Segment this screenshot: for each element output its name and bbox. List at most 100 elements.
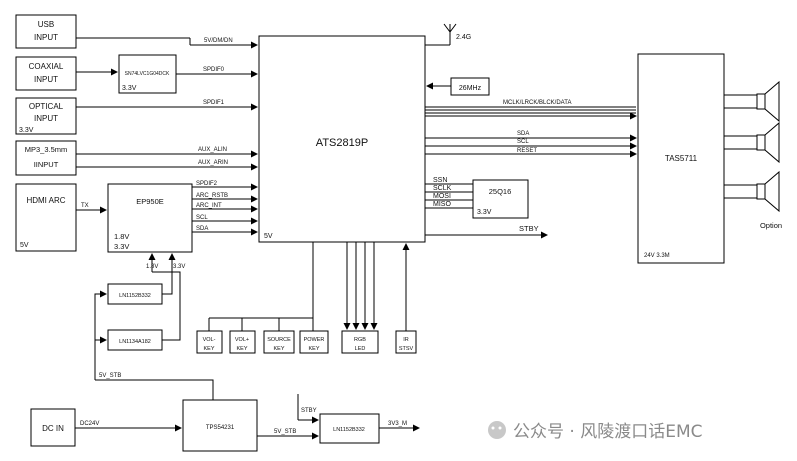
label-aux-r: AUX_ARIN — [198, 160, 228, 166]
rgb-led-label-1: RGB — [354, 337, 366, 343]
rgb-led-label-2: LED — [355, 346, 366, 352]
label-spdif2: SPDIF2 — [196, 181, 218, 187]
mp3-input-label-1: MP3_3.5mm — [25, 145, 68, 154]
label-5vstb: 5V_STB — [99, 373, 121, 379]
label-5vstb-2: 5V_STB — [274, 429, 296, 435]
key-source-label-1: SOURCE — [267, 337, 291, 343]
usb-input-label-1: USB — [38, 20, 54, 29]
label-dc24: DC24V — [80, 421, 99, 427]
mp3-input-label-2: IINPUT — [34, 160, 59, 169]
main-soc-chip — [258, 35, 426, 243]
speaker-3-icon — [764, 170, 780, 213]
wire-ldo1-out — [162, 262, 173, 295]
wechat-icon-eye-left — [491, 426, 495, 430]
label-3v3m: 3V3_M — [388, 421, 407, 427]
speaker-2-body — [756, 134, 766, 151]
option-label: Option — [760, 221, 782, 230]
ldo-1-label: LN1152B332 — [119, 293, 151, 299]
amplifier-label: TAS5711 — [665, 154, 698, 163]
coaxial-input-label-2: INPUT — [34, 75, 58, 84]
label-scl-amp: SCL — [517, 139, 529, 145]
label-tx: TX — [81, 203, 89, 209]
hdmi-receiver-chip — [107, 183, 193, 253]
label-spdif0: SPDIF0 — [203, 67, 225, 73]
dc-in-block — [30, 408, 76, 447]
antenna-left-arm — [443, 23, 451, 33]
dcdc-chip — [182, 399, 258, 452]
ir-receiver-label-2: STSV — [399, 346, 414, 352]
flash-label: 25Q16 — [489, 187, 512, 196]
label-stby-2: STBY — [301, 408, 317, 414]
hdmi-receiver-label: EP950E — [136, 197, 164, 206]
label-reset-amp: RESET — [517, 148, 537, 154]
speaker-2-icon — [764, 121, 780, 164]
key-source-label-2: KEY — [273, 346, 284, 352]
speaker-3-body — [756, 183, 766, 200]
label-sclk: SCLK — [433, 185, 452, 192]
label-3v3: 3.3V — [173, 264, 185, 270]
dcdc-label: TPS54231 — [206, 425, 235, 431]
wire-5vstb-bus — [95, 379, 214, 400]
label-usb: 5V/DM/DN — [204, 38, 233, 44]
label-arc-rstb: ARC_RSTB — [196, 193, 228, 199]
flash-voltage: 3.3V — [477, 209, 492, 216]
hdmi-arc-block — [15, 183, 77, 252]
optical-input-label-2: INPUT — [34, 114, 58, 123]
label-sda: SDA — [196, 226, 208, 232]
label-i2s: MCLK/LRCK/BLCK/DATA — [503, 100, 571, 106]
watermark-text: 公众号 · 风陵渡口话EMC — [513, 422, 703, 442]
wechat-icon — [488, 421, 506, 439]
key-power-label-1: POWER — [304, 337, 325, 343]
wire-5vstb-ldo1 — [94, 290, 107, 380]
coaxial-input-block — [15, 56, 77, 91]
key-vol-minus-label-2: KEY — [203, 346, 214, 352]
speaker-1-icon — [764, 80, 780, 123]
wire-ldo2-out — [152, 271, 181, 341]
ir-receiver-label-1: IR — [403, 337, 409, 343]
watermark: 公众号 · 风陵渡口话EMC — [488, 421, 703, 442]
key-power-label-2: KEY — [308, 346, 319, 352]
key-vol-plus-label-1: VOL+ — [235, 337, 249, 343]
main-soc-label: ATS2819P — [316, 137, 368, 149]
hdmi-arc-label: HDMI ARC — [26, 196, 65, 205]
ldo-3-label: LN1152B332 — [333, 427, 365, 433]
label-aux-l: AUX_ALIN — [198, 147, 227, 153]
usb-input-label-2: INPUT — [34, 33, 58, 42]
amplifier-voltage: 24V 3.3M — [644, 253, 670, 259]
coaxial-input-label-1: COAXIAL — [29, 62, 64, 71]
label-1v8: 1.8V — [146, 264, 158, 270]
label-scl: SCL — [196, 215, 208, 221]
label-stby: STBY — [519, 224, 539, 233]
dc-in-label: DC IN — [42, 424, 64, 433]
hdmi-receiver-voltage-2: 3.3V — [114, 242, 129, 251]
key-vol-minus-label-1: VOL- — [203, 337, 216, 343]
wechat-icon-eye-right — [498, 426, 502, 430]
ldo-2-label: LN1134A182 — [119, 339, 151, 345]
speaker-1-body — [756, 93, 766, 110]
amplifier-chip — [637, 53, 725, 264]
label-arc-int: ARC_INT — [196, 203, 222, 209]
coax-receiver-label: SN74LVC1G04DCK — [125, 71, 170, 77]
mp3-input-block — [15, 140, 77, 176]
label-miso: MISO — [433, 201, 451, 208]
label-mosi: MOSI — [433, 193, 451, 200]
optical-voltage: 3.3V — [19, 127, 34, 134]
coax-receiver-chip — [118, 54, 177, 94]
main-soc-voltage: 5V — [264, 233, 273, 240]
antenna-label: 2.4G — [456, 34, 471, 41]
usb-input-block — [15, 14, 77, 49]
optical-input-label-1: OPTICAL — [29, 102, 64, 111]
label-ssn: SSN — [433, 177, 447, 184]
label-spdif1: SPDIF1 — [203, 100, 225, 106]
coax-receiver-voltage: 3.3V — [122, 85, 137, 92]
hdmi-voltage: 5V — [20, 242, 29, 249]
antenna-right-arm — [449, 23, 457, 33]
label-sda-amp: SDA — [517, 131, 529, 137]
rgb-led-block — [341, 330, 379, 354]
key-power — [299, 330, 329, 354]
hdmi-receiver-voltage-1: 1.8V — [114, 232, 129, 241]
optical-input-block — [15, 97, 77, 135]
key-vol-plus-label-2: KEY — [236, 346, 247, 352]
crystal-label: 26MHz — [459, 85, 482, 92]
